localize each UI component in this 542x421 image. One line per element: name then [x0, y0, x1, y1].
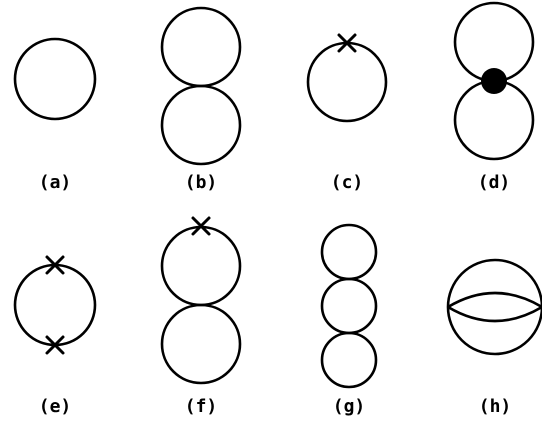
label-a: (a) [39, 172, 72, 193]
filled-vertex [481, 68, 507, 94]
diagram-d: (d) [453, 1, 535, 193]
label-c: (c) [331, 172, 364, 193]
label-h: (h) [479, 396, 512, 417]
loop [13, 37, 97, 121]
top-loop [320, 223, 378, 281]
inner-lower-arc [447, 305, 542, 323]
bottom-loop [320, 331, 378, 389]
diagram-a: (a) [13, 37, 97, 193]
outer-loop [446, 258, 542, 356]
cross-insertion-marker [337, 33, 357, 53]
diagram-e: (e) [13, 255, 97, 417]
lower-loop [160, 303, 242, 385]
label-f: (f) [185, 396, 218, 417]
loop [306, 41, 388, 123]
label-g: (g) [333, 396, 366, 417]
middle-loop [320, 277, 378, 335]
upper-loop [160, 6, 242, 88]
diagram-c: (c) [306, 33, 388, 193]
cross-insertion-marker [191, 216, 211, 236]
inner-upper-arc [447, 291, 542, 309]
diagram-g: (g) [320, 223, 378, 417]
cross-insertion-marker-top [45, 255, 65, 275]
cross-insertion-marker-bottom [45, 335, 65, 355]
label-d: (d) [478, 172, 511, 193]
label-e: (e) [39, 396, 72, 417]
lower-loop [160, 84, 242, 166]
label-b: (b) [185, 172, 218, 193]
diagram-f: (f) [160, 216, 242, 417]
diagram-b: (b) [160, 6, 242, 193]
diagram-h: (h) [446, 258, 542, 417]
upper-loop [160, 225, 242, 307]
loop [13, 263, 97, 347]
